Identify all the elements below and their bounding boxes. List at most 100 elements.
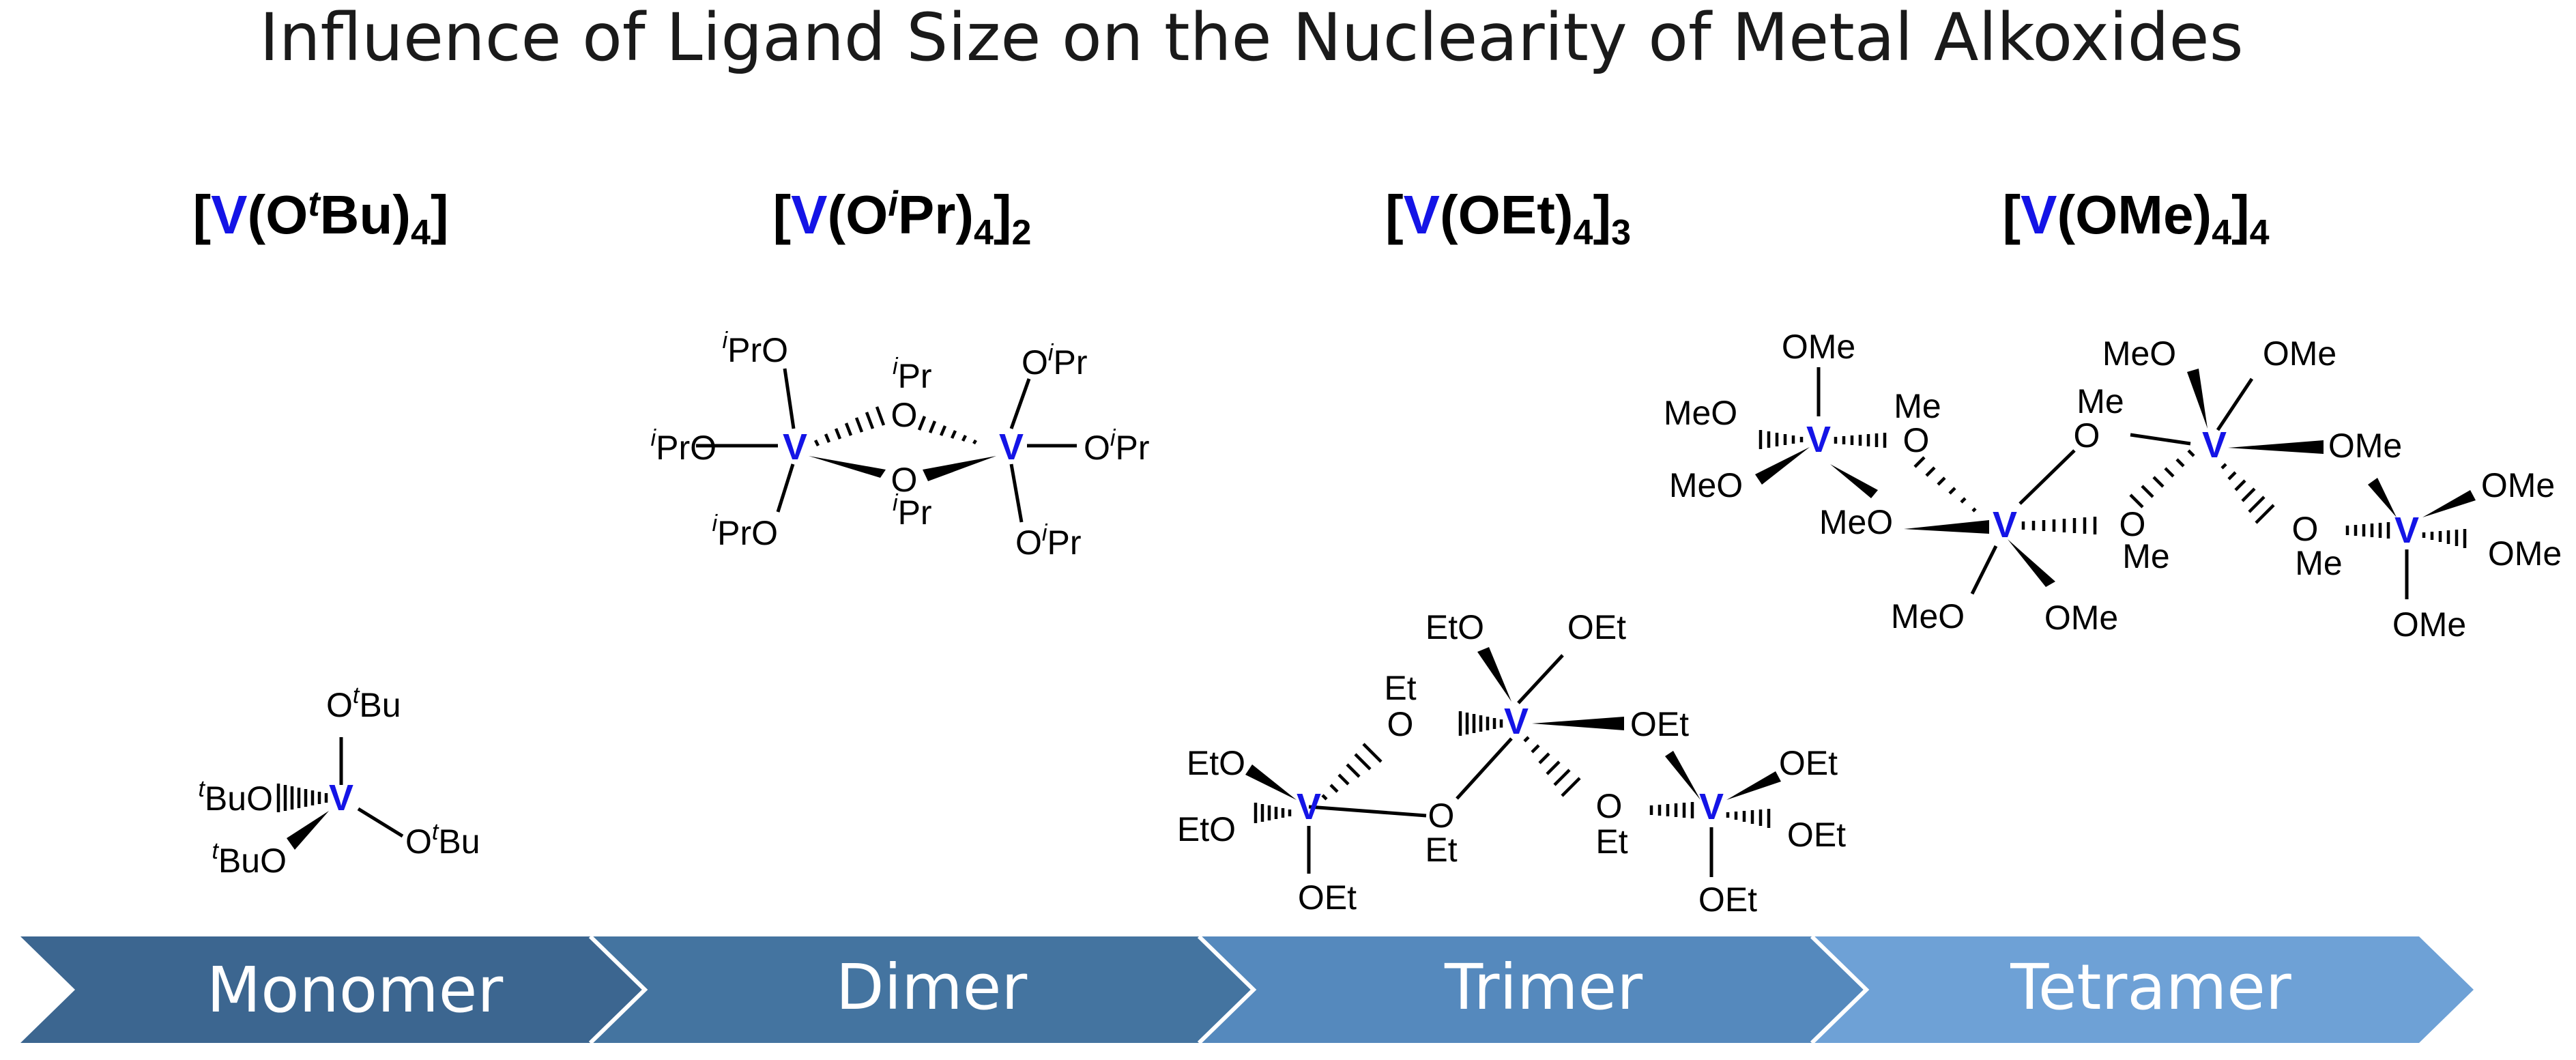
atom-label: OEt [1779,744,1838,782]
atom-label: OEt [1698,880,1757,919]
wedge-bond [809,456,886,478]
stage-chevron-monomer [20,936,645,1043]
wedge-bond [2187,369,2208,429]
atom-label: iPr [893,490,932,532]
atom-label: O [1387,705,1414,743]
hashed-bond [1523,736,1581,797]
wedge-bond [1830,464,1878,498]
bond [776,463,795,513]
atom-label: Me [1894,387,1941,425]
chevron-divider [1810,934,1870,1045]
hashed-bond [2422,529,2467,548]
bond [357,807,404,838]
wedge-bond [1726,771,1781,800]
atom-label: EtO [1187,744,1245,782]
atom-label: OtBu [326,683,401,724]
monomer-structure: V OtBu tBuO tBuO OtBu [198,683,480,880]
atom-label: OEt [1630,705,1689,743]
hashed-bond [1458,711,1503,736]
atom-label: O [2074,416,2100,455]
atom-label: tBuO [212,838,287,880]
atom-label: OtBu [405,819,480,861]
trimer-structure: V V V O Et O Et O Et EtO OEt OEt EtO EtO… [1177,608,1846,919]
vanadium-atom: V [1699,786,1724,827]
wedge-bond [2422,490,2476,517]
atom-label: OMe [1782,328,1855,366]
atom-label: OMe [2044,599,2118,637]
hashed-bond [1759,430,1804,449]
hashed-bond [1321,743,1383,801]
vanadium-atom: V [1806,419,1831,460]
atom-label: OEt [1787,816,1846,854]
atom-label: OEt [1298,878,1357,917]
atom-label: O [891,396,918,434]
atom-label: OiPr [1084,425,1149,467]
stage-chevron-dimer [590,936,1254,1043]
atom-label: MeO [1891,597,1965,635]
wedge-bond [287,811,329,850]
vanadium-atom: V [1993,504,2017,545]
stage-label-trimer: Trimer [1444,951,1642,1024]
hashed-bond [1649,802,1694,818]
hashed-bond [2021,517,2097,534]
atom-label: EtO [1426,608,1484,646]
stage-label-dimer: Dimer [836,951,1028,1024]
vanadium-atom: V [2202,425,2227,465]
hashed-bond [1913,456,1977,513]
chevron-divider [1197,934,1257,1045]
hashed-bond [917,416,977,445]
atom-label: Me [2076,382,2124,420]
atom-label: MeO [1669,466,1743,504]
wedge-bond [1532,717,1624,730]
stage-chevron-tetramer [1812,936,2474,1043]
hashed-bond [2345,522,2390,539]
wedge-bond [1904,520,1989,534]
bond [1308,805,1427,818]
formula-trimer: [V(OEt)4]3 [1385,184,1631,253]
vanadium-atom: V [2394,510,2419,551]
bond [2130,433,2191,446]
atom-label: EtO [1177,810,1236,848]
wedge-bond [1755,447,1810,485]
bond [1517,654,1564,704]
hashed-bond [813,406,886,447]
atom-label: Et [1595,822,1627,861]
atom-label: iPr [893,354,932,395]
atom-label: OiPr [1022,340,1087,382]
hashed-bond [2129,449,2195,508]
atom-label: O [891,461,918,499]
nuclearity-progression: Monomer Dimer Trimer Tetramer [20,934,2474,1045]
atom-label: O [1428,797,1455,835]
atom-label: Et [1425,831,1457,869]
atom-label: OMe [2392,605,2466,644]
atom-label: Me [2122,537,2169,575]
wedge-bond [2008,539,2055,587]
atom-label: iPrO [712,511,778,552]
atom-label: OMe [2488,534,2562,573]
bond [783,368,796,429]
hashed-bond [1726,809,1771,828]
hashed-bond [1254,803,1292,823]
atom-label: OMe [2481,466,2555,504]
vanadium-atom: V [1297,786,1321,827]
bond [1456,737,1513,800]
atom-label: iPrO [723,328,788,369]
wedge-bond [1477,647,1511,702]
vanadium-atom: V [783,427,807,468]
formula-tetramer: [V(OMe)4]4 [2002,184,2269,253]
atom-label: Me [2295,544,2342,582]
atom-label: O [1596,787,1623,825]
stage-label-monomer: Monomer [207,954,503,1027]
bond [1009,463,1024,523]
atom-label: Et [1384,669,1416,707]
vanadium-atom: V [329,777,353,818]
atom-label: MeO [1819,503,1893,541]
atom-label: OEt [1567,608,1626,646]
vanadium-atom: V [999,427,1024,468]
tetramer-structure: V V V V OMe MeO MeO O Me MeO MeO OMe O M… [1664,328,2562,644]
atom-label: iPrO [651,425,717,467]
atom-label: tBuO [198,776,273,818]
wedge-bond [2228,440,2324,454]
atom-label: OiPr [1015,520,1081,562]
